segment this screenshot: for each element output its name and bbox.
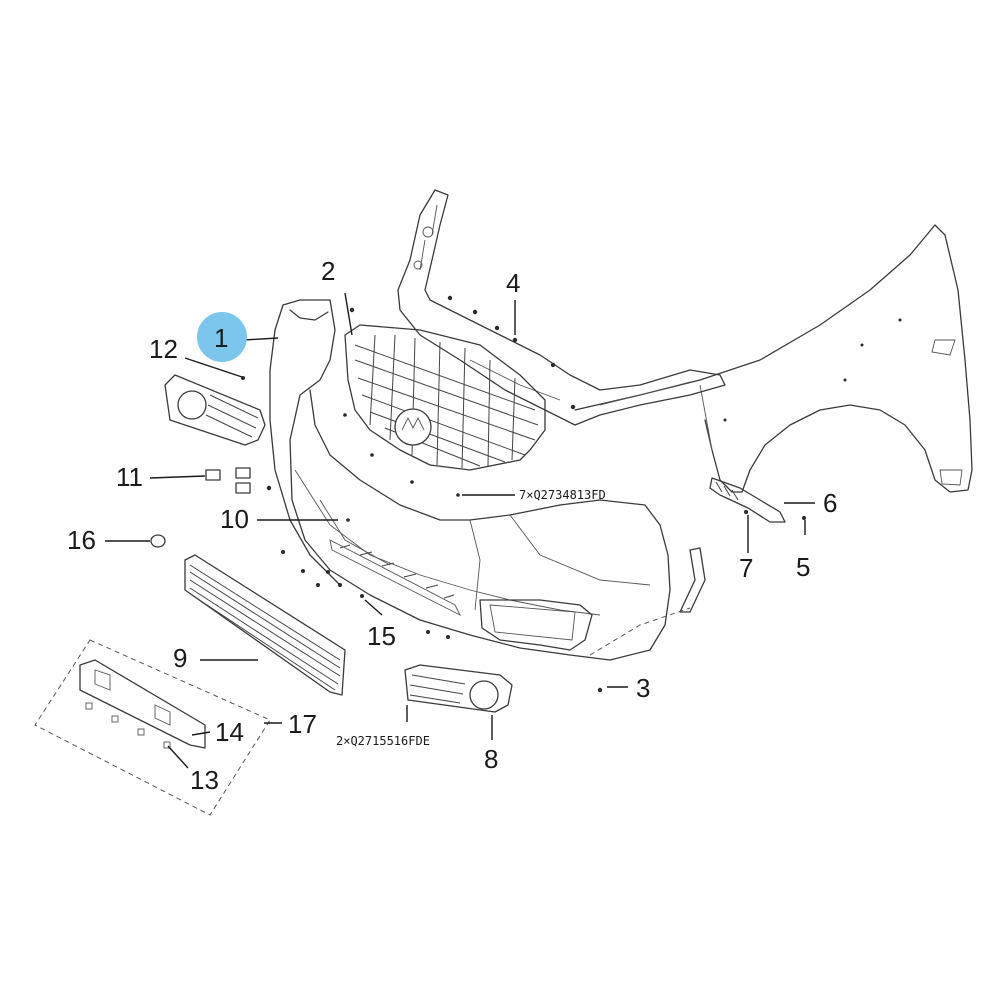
callout-14: 14 xyxy=(215,717,244,747)
highlight-callout-marker xyxy=(197,312,247,362)
front-fender xyxy=(574,224,973,493)
fasteners xyxy=(241,295,806,693)
lower-grille xyxy=(184,554,346,696)
callout-1: 1 xyxy=(214,323,228,353)
callout-6: 6 xyxy=(823,488,837,518)
callout-5: 5 xyxy=(796,552,810,582)
bumper-lower-intake xyxy=(329,539,462,617)
callout-7: 7 xyxy=(739,553,753,583)
callout-11: 11 xyxy=(116,462,143,492)
tow-hook-cover xyxy=(150,534,166,548)
license-plate-bracket-group xyxy=(34,639,271,816)
front-bumper-cover xyxy=(269,299,671,661)
callout-15: 15 xyxy=(367,621,396,651)
radiator-support xyxy=(397,189,726,426)
callout-2: 2 xyxy=(321,256,335,286)
callout-17: 17 xyxy=(288,709,317,739)
fog-grille-right xyxy=(404,664,513,713)
callout-8: 8 xyxy=(484,744,498,774)
fog-grille-left xyxy=(164,374,266,446)
callout-13: 13 xyxy=(190,765,219,795)
upper-grille xyxy=(344,324,546,471)
callout-12: 12 xyxy=(149,334,178,364)
side-bracket xyxy=(589,547,706,656)
callout-4: 4 xyxy=(506,268,520,298)
callout-9: 9 xyxy=(173,643,187,673)
part-code-fog-grille-screws: 2×Q2715516FDE xyxy=(336,734,430,748)
leader-lines xyxy=(105,292,815,769)
bumper-fog-opening-right xyxy=(479,599,593,651)
part-code-grille-screws: 7×Q2734813FD xyxy=(519,488,606,502)
fender-bracket xyxy=(709,477,786,523)
upper-grille-mesh xyxy=(354,334,539,469)
callout-10: 10 xyxy=(220,504,249,534)
clips-part-11 xyxy=(205,467,251,494)
callout-16: 16 xyxy=(67,525,96,555)
callout-3: 3 xyxy=(636,673,650,703)
